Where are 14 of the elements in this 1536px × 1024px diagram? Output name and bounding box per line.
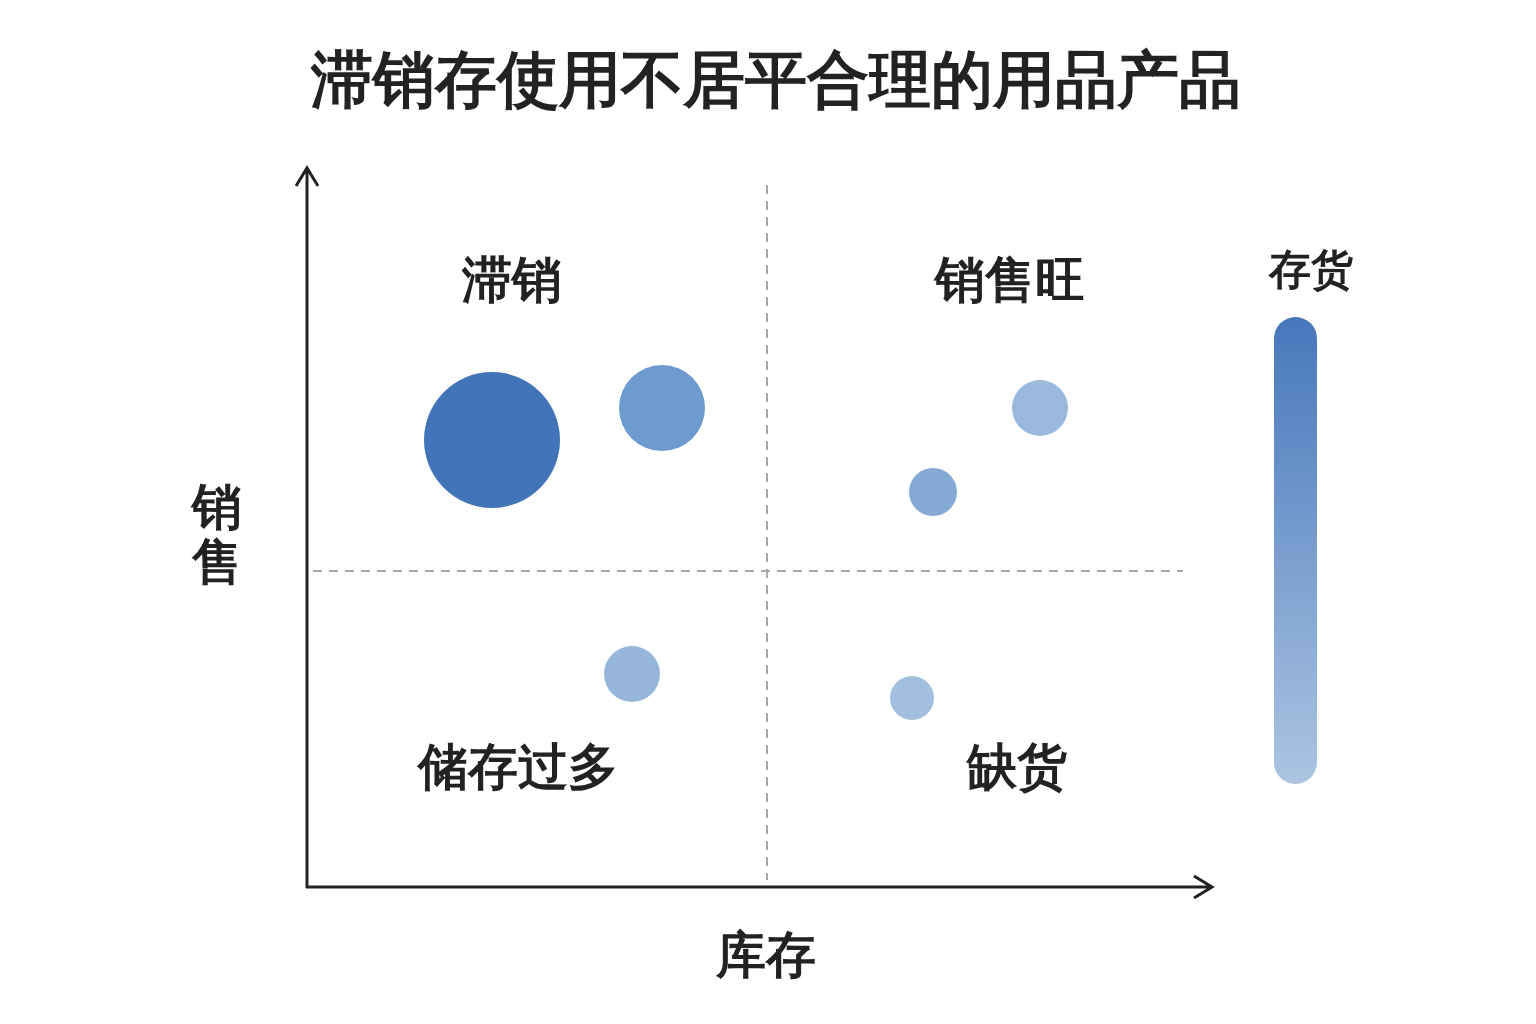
quadrant-label: 滞销 <box>462 249 562 311</box>
chart-title: 滞销存使用不居平合理的用品产品 <box>311 42 1241 118</box>
axis-title: 库存 <box>716 924 816 986</box>
quadrant-label: 销售旺 <box>935 249 1085 311</box>
quadrant-label: 储存过多 <box>418 736 618 798</box>
bubble <box>890 676 934 720</box>
bubble <box>424 372 560 508</box>
bubble <box>1012 380 1068 436</box>
axis-title: 销售 <box>192 480 242 590</box>
bubble <box>619 365 705 451</box>
quadrant-label: 缺货 <box>967 736 1067 798</box>
bubble <box>909 468 957 516</box>
bubble <box>604 646 660 702</box>
legend-title: 存货 <box>1269 244 1353 296</box>
